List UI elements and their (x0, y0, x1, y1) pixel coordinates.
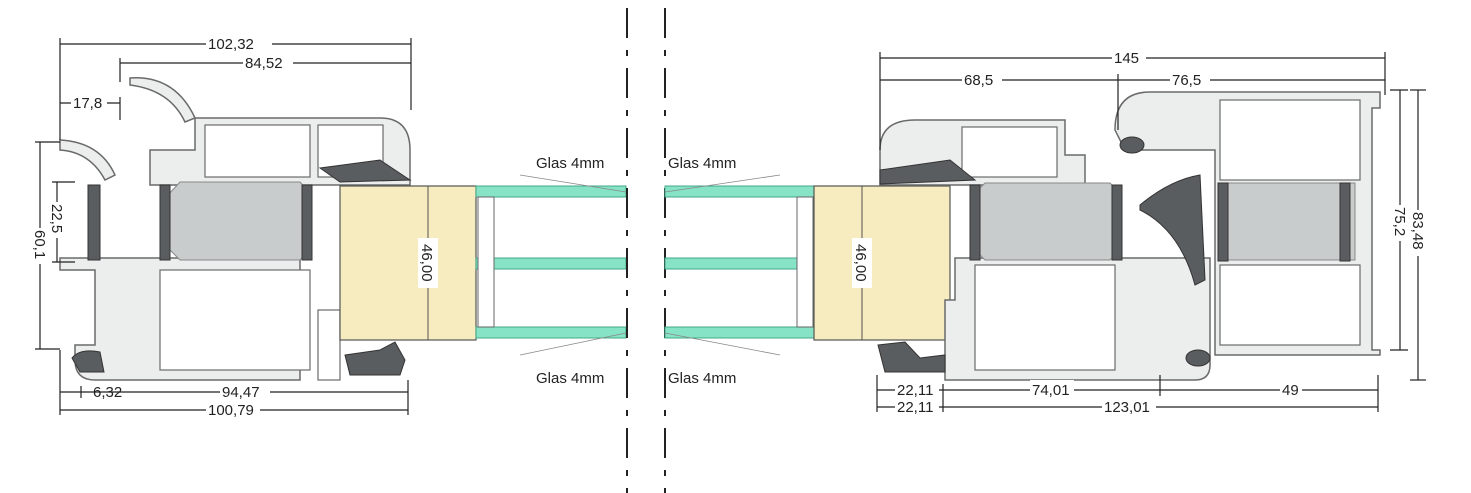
right-outer-chamber-2 (1219, 264, 1361, 346)
right-thermal-break-1 (969, 184, 981, 261)
dim-right-22-11-a: 22,11 (897, 382, 933, 399)
right-lower-seal (1185, 349, 1211, 367)
right-glazing-unit (813, 185, 951, 341)
right-glass-label-bottom: Glas 4mm (668, 370, 736, 387)
dim-left-100-79: 100,79 (208, 402, 254, 419)
dim-left-84-52: 84,52 (245, 55, 283, 72)
right-glass-pane-1 (664, 185, 816, 198)
dim-right-68-5: 68,5 (964, 72, 993, 89)
left-glass-pane-3 (475, 326, 627, 339)
right-glass-pane-3 (664, 326, 816, 339)
right-bottom-gasket (877, 341, 946, 373)
right-insulation-core-1 (972, 182, 1123, 261)
right-upper-seal (1119, 136, 1145, 154)
dim-left-6-32: 6,32 (93, 384, 122, 401)
right-thermal-break-4 (1339, 182, 1351, 262)
left-bottom-gasket (344, 341, 406, 376)
right-insulation-core-2 (1224, 182, 1356, 261)
dim-right-74-01: 74,01 (1032, 382, 1070, 399)
dim-right-49: 49 (1282, 382, 1299, 399)
left-thermal-break-3 (301, 184, 313, 261)
right-top-gasket (879, 159, 977, 185)
dim-left-17-8: 17,8 (73, 95, 102, 112)
left-sash-chamber-1 (204, 124, 311, 178)
left-insulation-core (167, 181, 313, 261)
dim-right-123-01: 123,01 (1104, 399, 1150, 416)
dim-right-75-2: 75,2 (1391, 207, 1408, 236)
dim-left-22-5: 22,5 (48, 204, 65, 233)
dim-right-83-48: 83,48 (1409, 212, 1426, 250)
left-top-gasket (318, 159, 412, 183)
right-sash-chamber (961, 126, 1058, 178)
dim-right-76-5: 76,5 (1172, 72, 1201, 89)
right-glass-label-top: Glas 4mm (668, 155, 736, 172)
dim-right-22-11-b: 22,11 (897, 399, 933, 416)
left-glass-label-top: Glas 4mm (536, 155, 604, 172)
right-thermal-break-3 (1217, 182, 1229, 262)
left-frame-rebate (317, 309, 341, 381)
right-thermal-break-2 (1111, 184, 1123, 261)
right-outer-chamber-1 (1219, 99, 1361, 181)
left-glass-label-bottom: Glas 4mm (536, 370, 604, 387)
right-profile: Glas 4mm Glas 4mm 46,00 (664, 91, 1381, 387)
right-glass-pane-2 (664, 257, 816, 270)
left-frame-bead-curve (59, 139, 116, 181)
right-glazing-thickness-label: 46,00 (852, 244, 869, 282)
left-frame-chamber (159, 269, 311, 371)
left-dimensions: 102,32 84,52 17,8 60,1 22,5 6,32 94,47 1… (31, 34, 412, 419)
left-glazing-thickness-label: 46,00 (418, 244, 435, 282)
left-thermal-break-1 (87, 184, 101, 261)
left-glass-pane-2 (475, 257, 627, 270)
dim-left-94-47: 94,47 (222, 384, 260, 401)
left-frame-gasket (71, 350, 105, 373)
dim-left-102-32: 102,32 (208, 36, 254, 53)
dim-left-60-1: 60,1 (31, 230, 48, 259)
right-center-gasket (1139, 174, 1206, 286)
left-profile: 46,00 Glas 4mm Glas 4mm (59, 77, 627, 387)
right-frame-chamber (974, 264, 1116, 371)
right-dimensions: 145 68,5 76,5 75,2 83,48 22,11 74,01 49 … (876, 48, 1427, 416)
left-glazing-bead-curve (129, 77, 197, 123)
dim-right-145: 145 (1114, 50, 1139, 67)
left-glass-pane-1 (475, 185, 627, 198)
left-glazing-unit (339, 185, 477, 341)
left-thermal-break-2 (159, 184, 171, 261)
